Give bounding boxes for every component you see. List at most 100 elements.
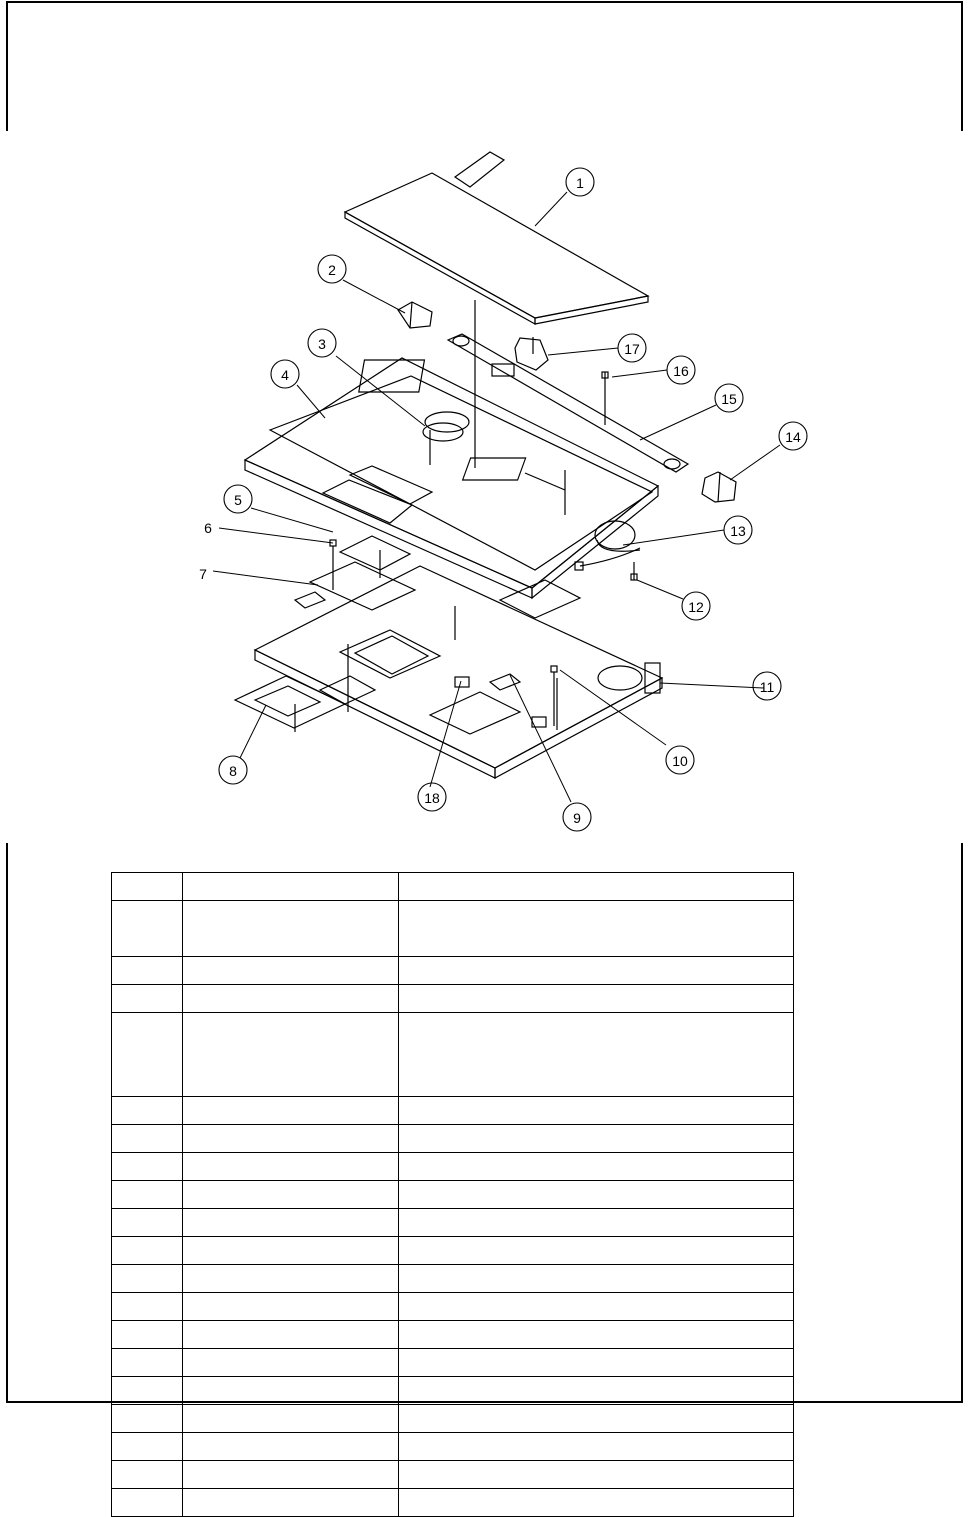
callout-3: 3 [318,336,326,352]
callout-circle-17 [617,333,647,363]
table-cell-description [398,1404,794,1433]
table-cell-description [398,1012,794,1097]
table-cell-part-no [182,1012,399,1097]
table-cell-part-no [182,1124,399,1153]
callout-circle-2 [317,254,347,284]
part-2-hinge-cover-left [397,301,433,329]
table-row [111,1432,794,1461]
part-6-screw [329,539,337,590]
leader-lines [212,191,781,803]
table-cell-part-no [182,1488,399,1517]
callout-circle-12 [681,591,711,621]
callout-circle-1 [565,167,595,197]
table-cell-description [398,1096,794,1125]
callout-1: 1 [576,175,584,191]
table-cell-description [398,1236,794,1265]
table-cell-part-no [182,900,399,957]
part-1-lcd-panel [343,151,650,468]
callout-11: 11 [760,679,775,695]
table-cell-description [398,1460,794,1489]
table-cell-description [398,1320,794,1349]
part-4-top-case [243,357,660,600]
table-row [111,1180,794,1209]
table-row [111,984,794,1013]
table-row [111,1292,794,1321]
table-cell-part-no [182,1236,399,1265]
table-cell-part-no [182,984,399,1013]
table-cell-no [111,1208,183,1237]
header-frame [6,1,963,131]
table-cell-part-no [182,1376,399,1405]
table-cell-part-no [182,1208,399,1237]
callout-10: 10 [672,753,688,769]
table-cell-part-no [182,1432,399,1461]
callout-16: 16 [673,363,689,379]
callout-6: 6 [204,520,212,536]
part-8-pad [233,675,347,732]
table-cell-no [111,1180,183,1209]
table-cell-part-no [182,1292,399,1321]
part-bottom-case [253,565,664,780]
callout-7: 7 [199,566,207,582]
part-7-fpc-shield [293,561,417,611]
callout-circle-18 [417,782,447,812]
table-cell-part-no [182,1404,399,1433]
table-row [111,872,794,901]
table-cell-part-no [182,872,399,901]
callout-4: 4 [281,367,289,383]
table-cell-description [398,1292,794,1321]
table-cell-description [398,1180,794,1209]
table-cell-no [111,1264,183,1293]
table-cell-no [111,900,183,957]
exploded-diagram: 1 2 3 4 5 6 7 8 9 10 11 12 13 14 15 16 1… [199,151,808,832]
table-cell-no [111,1376,183,1405]
table-cell-part-no [182,956,399,985]
table-row [111,1404,794,1433]
callout-circle-8 [218,755,248,785]
callout-circle-5 [223,484,253,514]
table-cell-no [111,1124,183,1153]
table-cell-part-no [182,1320,399,1349]
callout-circle-3 [307,328,337,358]
table-cell-description [398,1348,794,1377]
part-12-screw [630,562,638,581]
table-cell-no [111,872,183,901]
table-cell-description [398,1152,794,1181]
part-14-hinge-cover-right [701,471,737,503]
table-cell-no [111,956,183,985]
part-3-speaker [422,422,464,442]
table-cell-no [111,1292,183,1321]
table-cell-part-no [182,1264,399,1293]
table-cell-description [398,1376,794,1405]
table-row [111,900,794,957]
callout-2: 2 [328,262,336,278]
table-row [111,956,794,985]
table-row [111,1264,794,1293]
part-16-screw [601,371,609,425]
callout-circle-13 [723,515,753,545]
callout-circle-16 [666,355,696,385]
part-9-cable [488,673,522,691]
table-cell-part-no [182,1152,399,1181]
table-cell-no [111,1432,183,1461]
table-row [111,1152,794,1181]
table-cell-no [111,1012,183,1097]
table-cell-no [111,1460,183,1489]
callout-circle-11 [752,671,782,701]
part-15-hinge-bar [446,333,690,473]
table-cell-no [111,1320,183,1349]
part-17-hinge-cover [514,337,549,371]
table-row [111,1460,794,1489]
callout-circles [218,167,808,832]
callout-18: 18 [424,790,440,806]
table-cell-description [398,1208,794,1237]
table-cell-part-no [182,1096,399,1125]
table-cell-description [398,956,794,985]
table-row [111,1096,794,1125]
callout-circle-14 [778,421,808,451]
callout-circle-9 [562,802,592,832]
parts-table [111,872,794,1517]
table-cell-description [398,1488,794,1517]
table-cell-description [398,872,794,901]
part-13-fan [574,520,641,571]
